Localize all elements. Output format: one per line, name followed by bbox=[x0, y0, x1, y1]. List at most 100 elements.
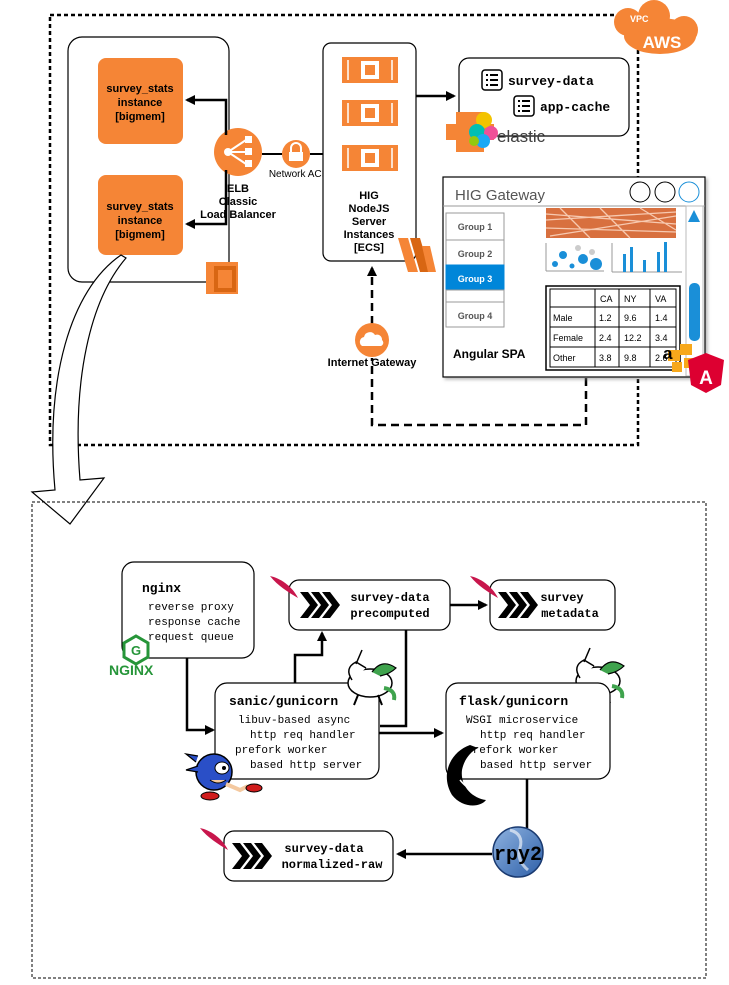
survey-stats-top-line-1: survey_stats bbox=[106, 83, 173, 95]
elastic-survey-data-label: survey-data bbox=[508, 74, 594, 89]
elastic-app-cache-label: app-cache bbox=[540, 100, 610, 115]
elastic-logo-text: elastic bbox=[497, 127, 546, 146]
ecs-instance-icon-3 bbox=[342, 145, 398, 171]
hig-server-line-5: [ECS] bbox=[354, 242, 384, 254]
survey-stats-instance-bottom[interactable]: survey_stats instance [bigmem] bbox=[98, 175, 183, 255]
normalized-line-1: survey-data bbox=[284, 842, 363, 856]
normalized-feather-icon bbox=[200, 828, 228, 850]
amazon-letter: a bbox=[663, 344, 673, 363]
precomputed-line-2: precomputed bbox=[350, 607, 429, 621]
sanic-title: sanic/gunicorn bbox=[229, 694, 338, 709]
normalized-raw-box[interactable] bbox=[223, 830, 394, 882]
hig-gateway-title: HIG Gateway bbox=[455, 187, 546, 204]
table-row-2-va: 3.4 bbox=[655, 333, 668, 343]
survey-stats-bottom-line-1: survey_stats bbox=[106, 201, 173, 213]
flask-line-2: http req handler bbox=[480, 730, 586, 742]
metadata-chevrons-icon bbox=[498, 592, 538, 618]
arrow-elb-to-bottom-instance bbox=[185, 170, 228, 229]
app-cache-list-icon bbox=[513, 95, 535, 117]
precomputed-line-1: survey-data bbox=[350, 591, 429, 605]
table-row-3-va: 2.6 bbox=[655, 353, 668, 363]
survey-stats-bottom-line-3: [bigmem] bbox=[115, 229, 165, 241]
table-row-3-label: Other bbox=[553, 353, 576, 363]
precomputed-chevrons-icon bbox=[300, 592, 340, 618]
table-row-1-label: Male bbox=[553, 313, 573, 323]
group-tab-3-label: Group 3 bbox=[458, 274, 493, 284]
service-detail-boundary bbox=[31, 501, 707, 979]
gateway-scrollbar[interactable] bbox=[685, 205, 704, 377]
metadata-line-1: survey bbox=[540, 591, 583, 605]
sanic-line-4: based http server bbox=[250, 760, 362, 772]
angular-spa-label: Angular SPA bbox=[453, 347, 526, 361]
vpc-boundary bbox=[48, 13, 640, 447]
aws-cloud-icon: VPC AWS bbox=[614, 0, 698, 54]
group-tab-1[interactable] bbox=[445, 212, 505, 241]
normalized-chevrons-icon bbox=[232, 843, 272, 869]
nginx-logo-text: NGINX bbox=[109, 662, 154, 678]
survey-stats-instance-top[interactable]: survey_stats instance [bigmem] bbox=[98, 58, 183, 144]
bar-thumbnail bbox=[611, 242, 682, 273]
arrow-nginx-to-sanic bbox=[185, 658, 215, 735]
window-control-3[interactable] bbox=[678, 181, 700, 203]
internet-gateway-cloud-icon bbox=[355, 323, 389, 357]
table-row-2-label: Female bbox=[553, 333, 583, 343]
survey-data-list-icon bbox=[481, 69, 503, 91]
sanic-line-2: http req handler bbox=[250, 730, 356, 742]
group-tab-1-label: Group 1 bbox=[458, 222, 493, 232]
sanic-box[interactable] bbox=[214, 682, 380, 780]
table-header-ny: NY bbox=[624, 294, 637, 304]
aws-vpc-label: VPC bbox=[630, 14, 649, 24]
sanic-mascot-icon bbox=[183, 753, 263, 801]
hig-gateway-window[interactable]: HIG Gateway Group 1 Group 2 Group 3 Grou… bbox=[442, 176, 706, 378]
table-row-1-va: 1.4 bbox=[655, 313, 668, 323]
group-tab-4-label: Group 4 bbox=[458, 311, 493, 321]
hig-server-line-1: HIG bbox=[359, 190, 379, 202]
table-row-3-ny: 9.8 bbox=[624, 353, 637, 363]
nginx-line-2: response cache bbox=[148, 617, 240, 629]
link-precomputed-to-sanic bbox=[380, 630, 408, 728]
rpy2-label: rpy2 bbox=[494, 844, 542, 867]
internet-gateway-label: Internet Gateway bbox=[328, 357, 418, 369]
group-tab-2-label: Group 2 bbox=[458, 249, 493, 259]
flask-title: flask/gunicorn bbox=[459, 694, 568, 709]
flask-line-1: WSGI microservice bbox=[466, 715, 578, 727]
group-tab-4[interactable] bbox=[445, 301, 505, 328]
table-header-ca: CA bbox=[600, 294, 613, 304]
hig-server-line-4: Instances bbox=[344, 229, 395, 241]
survey-stats-top-line-3: [bigmem] bbox=[115, 111, 165, 123]
table-header-va: VA bbox=[655, 294, 666, 304]
elb-icon bbox=[214, 128, 262, 176]
flask-line-4: based http server bbox=[480, 760, 592, 772]
table-row-1-ca: 1.2 bbox=[599, 313, 612, 323]
window-control-1[interactable] bbox=[629, 181, 651, 203]
nginx-logo-icon: G NGINX bbox=[109, 634, 154, 678]
table-row-1-ny: 9.6 bbox=[624, 313, 637, 323]
angular-letter: A bbox=[699, 368, 713, 389]
ec2-icon bbox=[206, 262, 238, 294]
sanic-line-1: libuv-based async bbox=[238, 715, 350, 727]
hig-server-line-3: Server bbox=[352, 216, 387, 228]
precomputed-feather-icon bbox=[270, 576, 298, 598]
flask-logo-icon bbox=[446, 745, 486, 806]
group-tab-2[interactable] bbox=[445, 239, 505, 266]
metadata-feather-icon bbox=[470, 576, 498, 598]
ecs-instance-icon-2 bbox=[342, 100, 398, 126]
sanic-line-3: prefork worker bbox=[235, 745, 327, 757]
elb-label-line-1: ELB bbox=[227, 183, 249, 195]
ecs-instance-icon-1 bbox=[342, 57, 398, 83]
network-acl-lock-icon bbox=[282, 140, 310, 168]
table-row-2-ny: 12.2 bbox=[624, 333, 642, 343]
rpy2-logo-icon: rpy2 bbox=[492, 826, 544, 878]
link-sanic-to-precomputed bbox=[293, 631, 327, 683]
flask-line-3: prefork worker bbox=[466, 745, 558, 757]
sanic-unicorn-icon bbox=[347, 649, 397, 706]
survey-stats-bottom-line-2: instance bbox=[118, 215, 163, 227]
arrow-elb-to-top-instance bbox=[185, 95, 228, 135]
nginx-line-3: request queue bbox=[148, 632, 234, 644]
window-control-2[interactable] bbox=[654, 181, 676, 203]
scrollbar-thumb[interactable] bbox=[689, 283, 700, 341]
aws-brand-label: AWS bbox=[643, 33, 682, 52]
zoom-arrow bbox=[30, 254, 127, 525]
survey-stats-top-line-2: instance bbox=[118, 97, 163, 109]
